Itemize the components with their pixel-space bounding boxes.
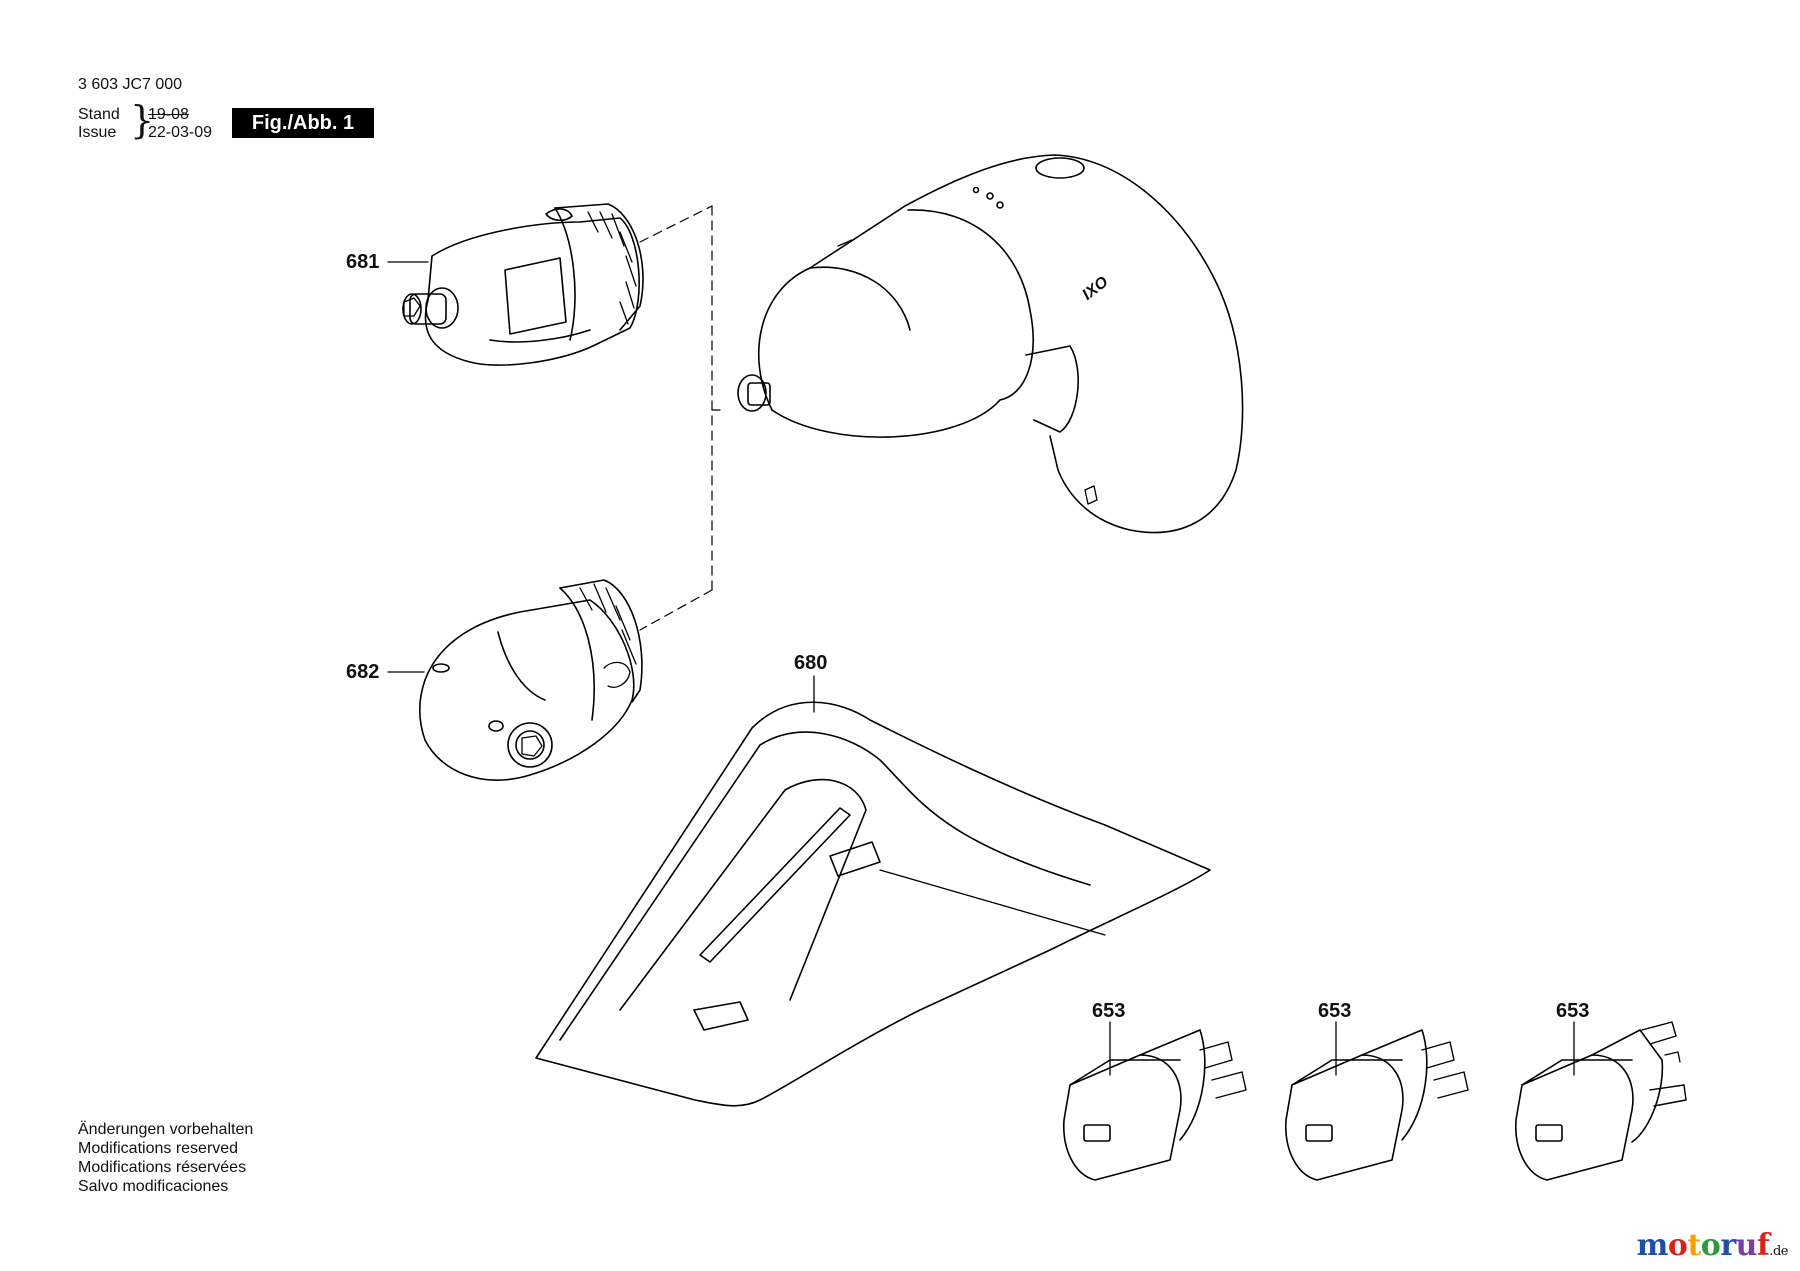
callout-681: 681 (346, 251, 380, 273)
usb-charger-eu-653-left (1064, 1030, 1246, 1180)
angle-attachment-682 (420, 580, 642, 780)
callout-653-middle: 653 (1318, 1000, 1352, 1022)
watermark-letter: o (1667, 1228, 1688, 1263)
knurled-ring (580, 584, 636, 664)
assembly-guide-lines (640, 206, 720, 630)
stand-label: Stand (78, 106, 120, 123)
callout-653-left: 653 (1092, 1000, 1126, 1022)
knurled-ring (588, 212, 636, 324)
watermark-suffix: .de (1769, 1244, 1788, 1259)
footer-line-es: Salvo modificaciones (78, 1178, 229, 1195)
issue-date: 22-03-09 (148, 124, 213, 141)
stand-date: 19-08 (148, 106, 189, 123)
footer-line-fr: Modifications réservées (78, 1159, 247, 1176)
watermark: motoruf.de (1637, 1228, 1789, 1263)
callout-653-right: 653 (1556, 1000, 1590, 1022)
charging-dock-680 (536, 702, 1210, 1106)
watermark-letter: m (1636, 1228, 1669, 1263)
part-number: 3 603 JC7 000 (78, 76, 183, 93)
watermark-brand: motoruf (1637, 1228, 1770, 1263)
footer-line-en: Modifications reserved (78, 1140, 239, 1157)
usb-charger-eu-653-middle (1286, 1030, 1468, 1180)
callout-682: 682 (346, 661, 380, 683)
usb-charger-uk-653-right (1516, 1022, 1686, 1180)
watermark-letter: f (1756, 1228, 1770, 1263)
watermark-letter: t (1687, 1228, 1701, 1263)
callout-680: 680 (794, 652, 828, 674)
brace-glyph: } (130, 98, 155, 142)
straight-attachment-681 (403, 204, 643, 365)
callout-leaders (388, 262, 1574, 1075)
issue-label: Issue (78, 124, 117, 141)
screwdriver-body (738, 155, 1243, 533)
watermark-letter: u (1735, 1228, 1758, 1263)
watermark-letter: o (1700, 1228, 1721, 1263)
watermark-letter: r (1720, 1228, 1736, 1263)
footer-line-de: Änderungen vorbehalten (78, 1121, 254, 1138)
figure-label: Fig./Abb. 1 (232, 108, 374, 138)
